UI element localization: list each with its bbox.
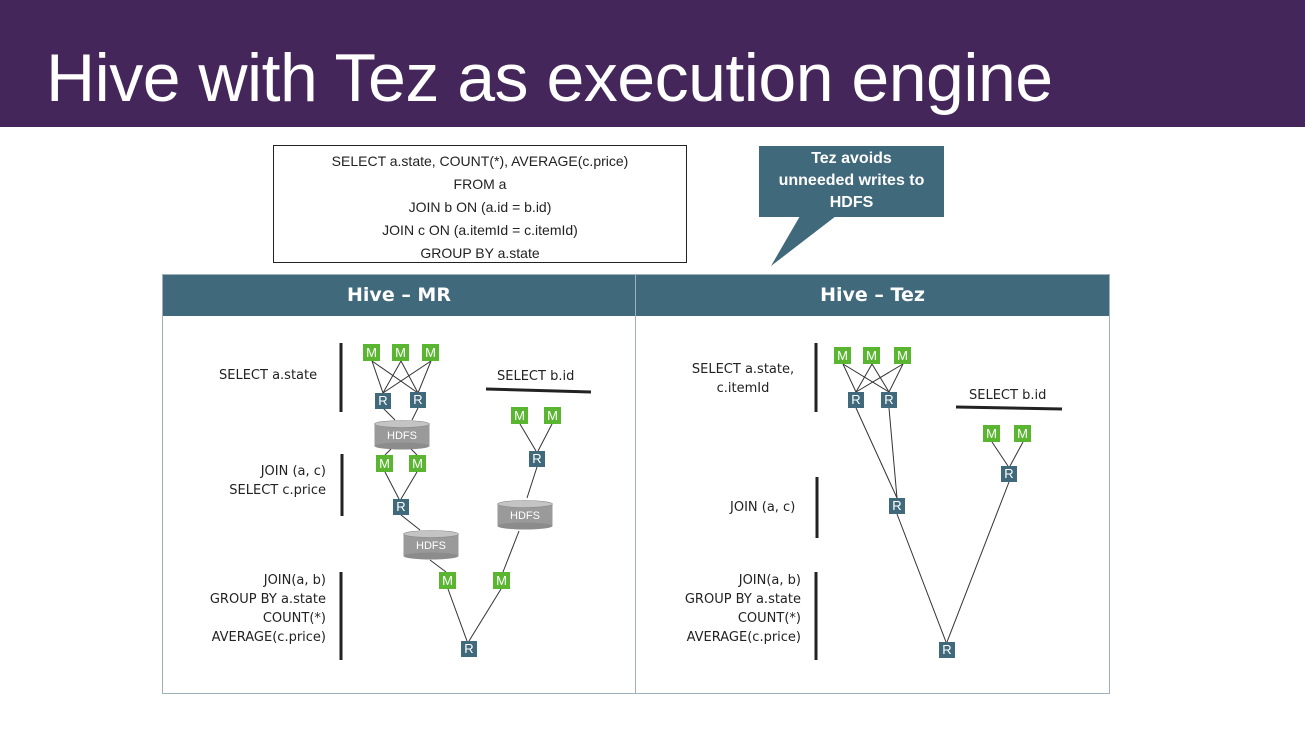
hdfs-cylinder: HDFS [374,420,430,450]
hdfs-cylinder-icon [497,500,553,530]
hive-mr-panel: Hive – MR [162,274,636,694]
map-node: M [493,572,510,589]
hive-tez-panel: Hive – Tez [635,274,1110,694]
tez-stage3-line: COUNT(*) [737,611,801,626]
hdfs-label: HDFS [387,430,417,442]
mr-stage2-line: SELECT c.price [229,483,326,498]
mr-stage-bars [339,343,592,660]
tez-stage1-label: SELECT a.state, c.itemId [686,360,800,398]
callout-line: HDFS [829,194,874,211]
hdfs-label: HDFS [510,510,540,522]
reduce-node: R [410,392,426,408]
title-bar: Hive with Tez as execution engine [0,0,1305,127]
tez-stage3-line: JOIN(a, b) [738,573,801,588]
callout-box: Tez avoids unneeded writes to HDFS [759,146,944,217]
tez-select-b-label: SELECT b.id [969,388,1047,403]
tez-edges [842,363,1024,643]
map-node: M [439,572,456,589]
reduce-node: R [375,393,391,409]
map-node: M [511,407,528,424]
reduce-node: R [529,451,545,467]
sql-query-box: SELECT a.state, COUNT(*), AVERAGE(c.pric… [273,145,687,263]
query-line: JOIN b ON (a.id = b.id) [408,199,552,215]
map-node: M [1014,425,1031,442]
query-line: SELECT a.state, COUNT(*), AVERAGE(c.pric… [331,153,629,169]
hive-tez-header: Hive – Tez [636,275,1109,316]
hdfs-cylinder-icon [403,530,459,560]
reduce-node: R [881,392,897,408]
mr-stage3-line: GROUP BY a.state [209,592,326,607]
map-node: M [983,425,1000,442]
mr-stage3-line: AVERAGE(c.price) [211,630,326,645]
hdfs-label: HDFS [416,540,446,552]
callout-line: unneeded writes to [778,172,925,189]
tez-stage1-line: SELECT a.state, [691,362,795,377]
tez-stage3-label: JOIN(a, b) GROUP BY a.state COUNT(*) AVE… [661,571,801,647]
mr-stage3-label: JOIN(a, b) GROUP BY a.state COUNT(*) AVE… [186,571,326,647]
map-node: M [363,344,380,361]
reduce-node: R [393,499,409,515]
query-line: JOIN c ON (a.itemId = c.itemId) [382,222,578,238]
map-node: M [376,455,393,472]
hdfs-cylinder-icon [374,420,430,450]
callout-line: Tez avoids [811,150,892,167]
slide-title: Hive with Tez as execution engine [46,40,1053,116]
map-node: M [422,344,439,361]
reduce-node: R [461,641,477,657]
query-line: FROM a [453,176,507,192]
reduce-node: R [1001,466,1017,482]
hive-mr-header: Hive – MR [163,275,635,316]
tez-stage1-line: c.itemId [716,381,770,396]
mr-select-b-label: SELECT b.id [497,369,575,384]
mr-stage3-line: COUNT(*) [262,611,326,626]
hdfs-cylinder: HDFS [497,500,553,530]
map-node: M [834,347,851,364]
map-node: M [863,347,880,364]
mr-stage2-label: JOIN (a, c) SELECT c.price [206,462,326,500]
callout-tail [771,216,836,266]
reduce-node: R [889,498,905,514]
mr-stage1-label: SELECT a.state [219,368,318,383]
reduce-node: R [939,642,955,658]
hdfs-cylinder: HDFS [403,530,459,560]
tez-stage-bars [814,343,1063,660]
map-node: M [544,407,561,424]
map-node: M [894,347,911,364]
mr-stage2-line: JOIN (a, c) [260,464,326,479]
tez-stage2-label: JOIN (a, c) [730,500,796,515]
tez-stage3-line: AVERAGE(c.price) [686,630,801,645]
query-line: GROUP BY a.state [420,245,540,261]
map-node: M [409,455,426,472]
tez-stage3-line: GROUP BY a.state [684,592,801,607]
mr-edges [371,360,553,642]
map-node: M [392,344,409,361]
reduce-node: R [848,392,864,408]
mr-stage3-line: JOIN(a, b) [263,573,326,588]
